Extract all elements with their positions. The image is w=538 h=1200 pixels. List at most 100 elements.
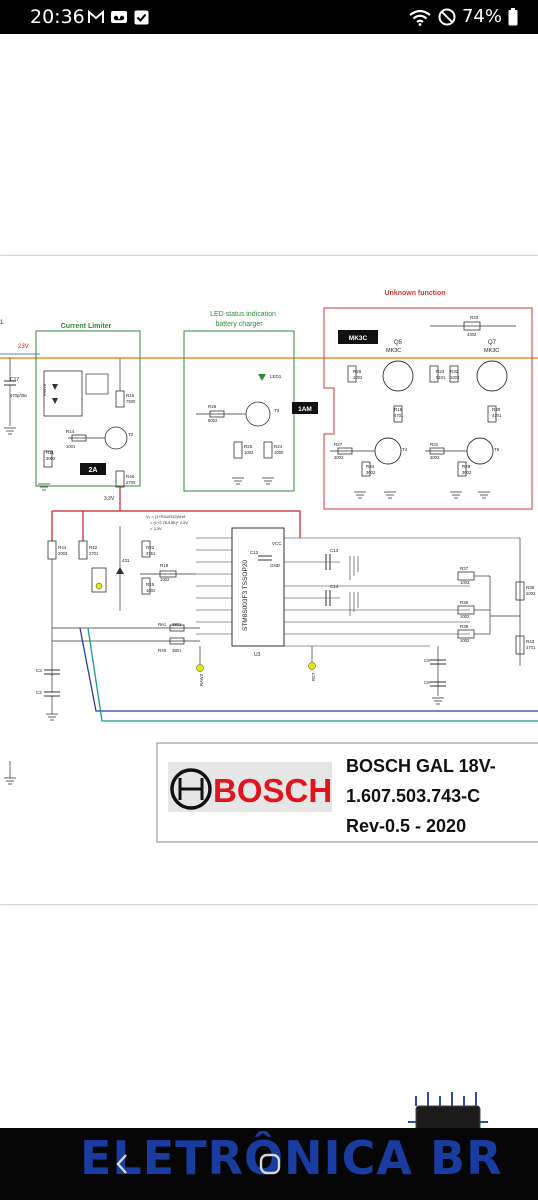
c13-label: C13 bbox=[330, 548, 339, 553]
r32-value: 1002 bbox=[450, 375, 460, 380]
r14-value: 1001 bbox=[66, 444, 76, 449]
checkbox-icon bbox=[134, 10, 149, 25]
r11-value: 3002 bbox=[46, 456, 56, 461]
t3-transistor bbox=[245, 401, 271, 427]
net-rst bbox=[308, 662, 316, 670]
r41-value: 3801 bbox=[172, 622, 182, 627]
c14-label: C14 bbox=[330, 584, 339, 589]
r38-value: 2002 bbox=[526, 591, 536, 596]
r36-value: 1002 bbox=[460, 614, 470, 619]
do-not-disturb-icon bbox=[438, 8, 456, 25]
r48-value: 2700 bbox=[126, 480, 136, 485]
ground-symbol bbox=[4, 427, 16, 435]
home-button[interactable] bbox=[254, 1148, 286, 1180]
r24-value: 1000 bbox=[274, 450, 284, 455]
r40-label: R40 bbox=[158, 648, 167, 653]
r27-value: 3002 bbox=[334, 455, 344, 460]
clock: 20:36 bbox=[30, 6, 85, 28]
r26-label: R26 bbox=[208, 404, 217, 409]
r32-label: R32 bbox=[450, 369, 459, 374]
badge-mk3c-text: MK3C bbox=[349, 335, 368, 342]
r15-label: R15 bbox=[146, 582, 155, 587]
title-line-3: Rev-0.5 - 2020 bbox=[346, 816, 466, 836]
r41-label: Re1 bbox=[158, 622, 167, 627]
rail-mark: 1 bbox=[0, 320, 4, 326]
schematic-image: 1 23V C17 470p/35v Current Limiter 6S6V8… bbox=[0, 290, 538, 843]
r25-label: R25 bbox=[244, 444, 253, 449]
r19-value: 1002 bbox=[160, 577, 170, 582]
r28-value: 1002 bbox=[353, 375, 363, 380]
r29-label: R29 bbox=[462, 464, 471, 469]
r29-value: 3002 bbox=[462, 470, 472, 475]
q7-mosfet bbox=[476, 360, 508, 392]
r14-label: R14 bbox=[66, 429, 75, 434]
blue-wire bbox=[79, 627, 538, 712]
image-viewer[interactable]: 1 23V C17 470p/35v Current Limiter 6S6V8… bbox=[0, 255, 538, 905]
c12-label: C12 bbox=[250, 550, 259, 555]
status-right: 74% bbox=[408, 6, 518, 27]
current-limiter-title: Current Limiter bbox=[61, 323, 112, 330]
badge-mk3c bbox=[338, 330, 378, 344]
r18-value: 4701 bbox=[394, 413, 404, 418]
c17-value: 470p/35v bbox=[10, 393, 28, 398]
r16-label: R16 bbox=[126, 393, 135, 398]
r44-value: 2003 bbox=[58, 551, 68, 556]
gmail-icon bbox=[88, 10, 104, 23]
r30-label: R30 bbox=[492, 407, 501, 412]
r33-value: 4302 bbox=[467, 332, 477, 337]
led-status-title-1: LED status indication bbox=[210, 311, 276, 318]
c17-label: C17 bbox=[10, 377, 19, 383]
q5-type: MK3C bbox=[386, 348, 401, 354]
r48-label: R48 bbox=[126, 474, 135, 479]
navigation-bar: ELETRÔNICA BR bbox=[0, 1128, 538, 1200]
home-icon bbox=[259, 1153, 281, 1175]
c3-label: C3 bbox=[36, 668, 42, 673]
optocoupler bbox=[43, 370, 83, 417]
current-limiter-block bbox=[35, 330, 141, 487]
formula-line-1: V₀ = (1+R41/R42)Vref bbox=[146, 514, 186, 519]
r43-label: R43 bbox=[526, 639, 535, 644]
r44-label: R44 bbox=[58, 545, 67, 550]
r39-value: 1002 bbox=[460, 638, 470, 643]
diode-label: 6S6V8 bbox=[42, 383, 47, 396]
back-chevron-icon bbox=[116, 1154, 127, 1174]
gnd-label: GND bbox=[270, 563, 281, 568]
q5-mosfet bbox=[382, 360, 414, 392]
q5-label: Q5 bbox=[394, 340, 403, 346]
r23-value: 5101 bbox=[436, 375, 446, 380]
r39-label: R39 bbox=[460, 624, 469, 629]
r16-value: 7500 bbox=[126, 399, 136, 404]
r25-value: 1002 bbox=[244, 450, 254, 455]
status-bar: 20:36 74% bbox=[0, 0, 538, 34]
ground-symbol bbox=[4, 777, 16, 785]
back-button[interactable] bbox=[106, 1148, 138, 1180]
t2-label: T2 bbox=[128, 432, 134, 437]
c2-label: C2 bbox=[36, 690, 42, 695]
r26-value: 5002 bbox=[208, 418, 218, 423]
r27-label: R27 bbox=[334, 442, 343, 447]
bosch-logo-text: BOSCH bbox=[213, 772, 332, 809]
r28-label: R28 bbox=[353, 369, 362, 374]
ic-label: STM8S003F3 TSSOP20 bbox=[242, 560, 249, 631]
r22-label: R22 bbox=[146, 545, 155, 550]
diode-symbol bbox=[52, 384, 58, 404]
r18-label: R18 bbox=[394, 407, 403, 412]
r31-label: R31 bbox=[430, 442, 439, 447]
q7-label: Q7 bbox=[488, 340, 497, 346]
switch-block bbox=[91, 567, 107, 593]
r15-value: 1002 bbox=[146, 588, 156, 593]
led1-symbol bbox=[258, 374, 266, 381]
badge-2a bbox=[80, 463, 106, 475]
r23-label: R23 bbox=[436, 369, 445, 374]
ic-ref: U3 bbox=[254, 652, 261, 658]
t2-transistor bbox=[104, 426, 128, 450]
d1-label: 431 bbox=[122, 558, 130, 563]
unknown-function-title: Unknown function bbox=[384, 290, 445, 297]
formula-line-2: = (1+2.7K/15K)* 2.5V bbox=[150, 520, 188, 525]
r33-label: R33 bbox=[470, 315, 479, 320]
t3-label: T3 bbox=[274, 408, 280, 413]
q7-type: MK3C bbox=[484, 348, 499, 354]
r34-value: 3002 bbox=[366, 470, 376, 475]
r11-label: R11 bbox=[46, 450, 54, 455]
r40-value: 3801 bbox=[172, 648, 182, 653]
